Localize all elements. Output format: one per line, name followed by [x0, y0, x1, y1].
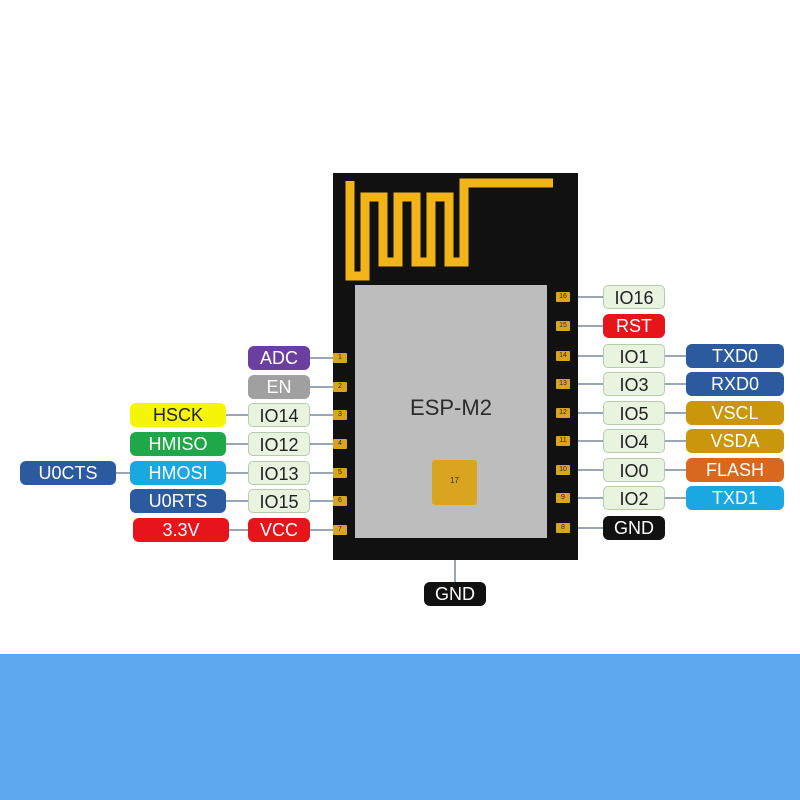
pin-pad: [333, 468, 347, 478]
pin-number: 9: [561, 494, 565, 501]
pin-number: 10: [559, 466, 567, 473]
pcb-antenna: [345, 178, 553, 281]
pin-pad: [333, 439, 347, 449]
module-name: ESP-M2: [410, 395, 492, 420]
pin-pad: [556, 321, 570, 331]
pin-label-io16: IO16: [603, 285, 665, 309]
ground-pad-number: 17: [450, 476, 459, 485]
pin-label-gnd: GND: [603, 516, 665, 540]
pin-label-io4: IO4: [603, 429, 665, 453]
pin-label-u0cts: U0CTS: [20, 461, 116, 485]
pin-label-io1: IO1: [603, 344, 665, 368]
pin-number: 15: [559, 322, 567, 329]
pin-pad: [333, 496, 347, 506]
pin-pad: [556, 292, 570, 302]
pin-label-rxd0: RXD0: [686, 372, 784, 396]
pin-label-flash: FLASH: [686, 458, 784, 482]
pin-number: 7: [338, 526, 342, 533]
pin-label-io2: IO2: [603, 486, 665, 510]
pin-label-io0: IO0: [603, 458, 665, 482]
pin-pad: [556, 351, 570, 361]
pin-label-rst: RST: [603, 314, 665, 338]
pin-number: 1: [338, 354, 342, 361]
pin-pad: [333, 382, 347, 392]
pin-label-gnd-center: GND: [424, 582, 486, 606]
pin-pad: [556, 493, 570, 503]
pin-number: 2: [338, 383, 342, 390]
pin-pad: [333, 525, 347, 535]
pin-number: 12: [559, 409, 567, 416]
pin-label-io12: IO12: [248, 432, 310, 456]
leader-lines: [116, 296, 686, 582]
pin-label-hmiso: HMISO: [130, 432, 226, 456]
pin-label-vsda: VSDA: [686, 429, 784, 453]
pin-number: 4: [338, 440, 342, 447]
pin-label-io15: IO15: [248, 489, 310, 513]
pin-pad: [333, 410, 347, 420]
ground-pad: [432, 460, 477, 505]
pin-pad: [556, 523, 570, 533]
pin-label-io3: IO3: [603, 372, 665, 396]
pin-pad: [556, 379, 570, 389]
pin-label-hmosi: HMOSI: [130, 461, 226, 485]
pin-label-txd0: TXD0: [686, 344, 784, 368]
pin-label-io13: IO13: [248, 461, 310, 485]
pin-pad: [556, 436, 570, 446]
pin-pad: [556, 408, 570, 418]
pin-label-hsck: HSCK: [130, 403, 226, 427]
pin-label-en: EN: [248, 375, 310, 399]
pin-pad: [333, 353, 347, 363]
pin-label-vcc: VCC: [248, 518, 310, 542]
pin-label-io5: IO5: [603, 401, 665, 425]
pin-label-vscl: VSCL: [686, 401, 784, 425]
pin-number: 8: [561, 524, 565, 531]
pin-number: 6: [338, 497, 342, 504]
pin-pad: [556, 465, 570, 475]
pin-number: 3: [338, 411, 342, 418]
pin-number: 16: [559, 293, 567, 300]
pin-number: 13: [559, 380, 567, 387]
pin-number: 14: [559, 352, 567, 359]
pin-label-io14: IO14: [248, 403, 310, 427]
bottom-band: [0, 654, 800, 800]
pin-label-u0rts: U0RTS: [130, 489, 226, 513]
pin-number: 5: [338, 469, 342, 476]
pin-number: 11: [559, 437, 567, 444]
pin-label-3-3v: 3.3V: [133, 518, 229, 542]
pin-label-adc: ADC: [248, 346, 310, 370]
pin-label-txd1: TXD1: [686, 486, 784, 510]
